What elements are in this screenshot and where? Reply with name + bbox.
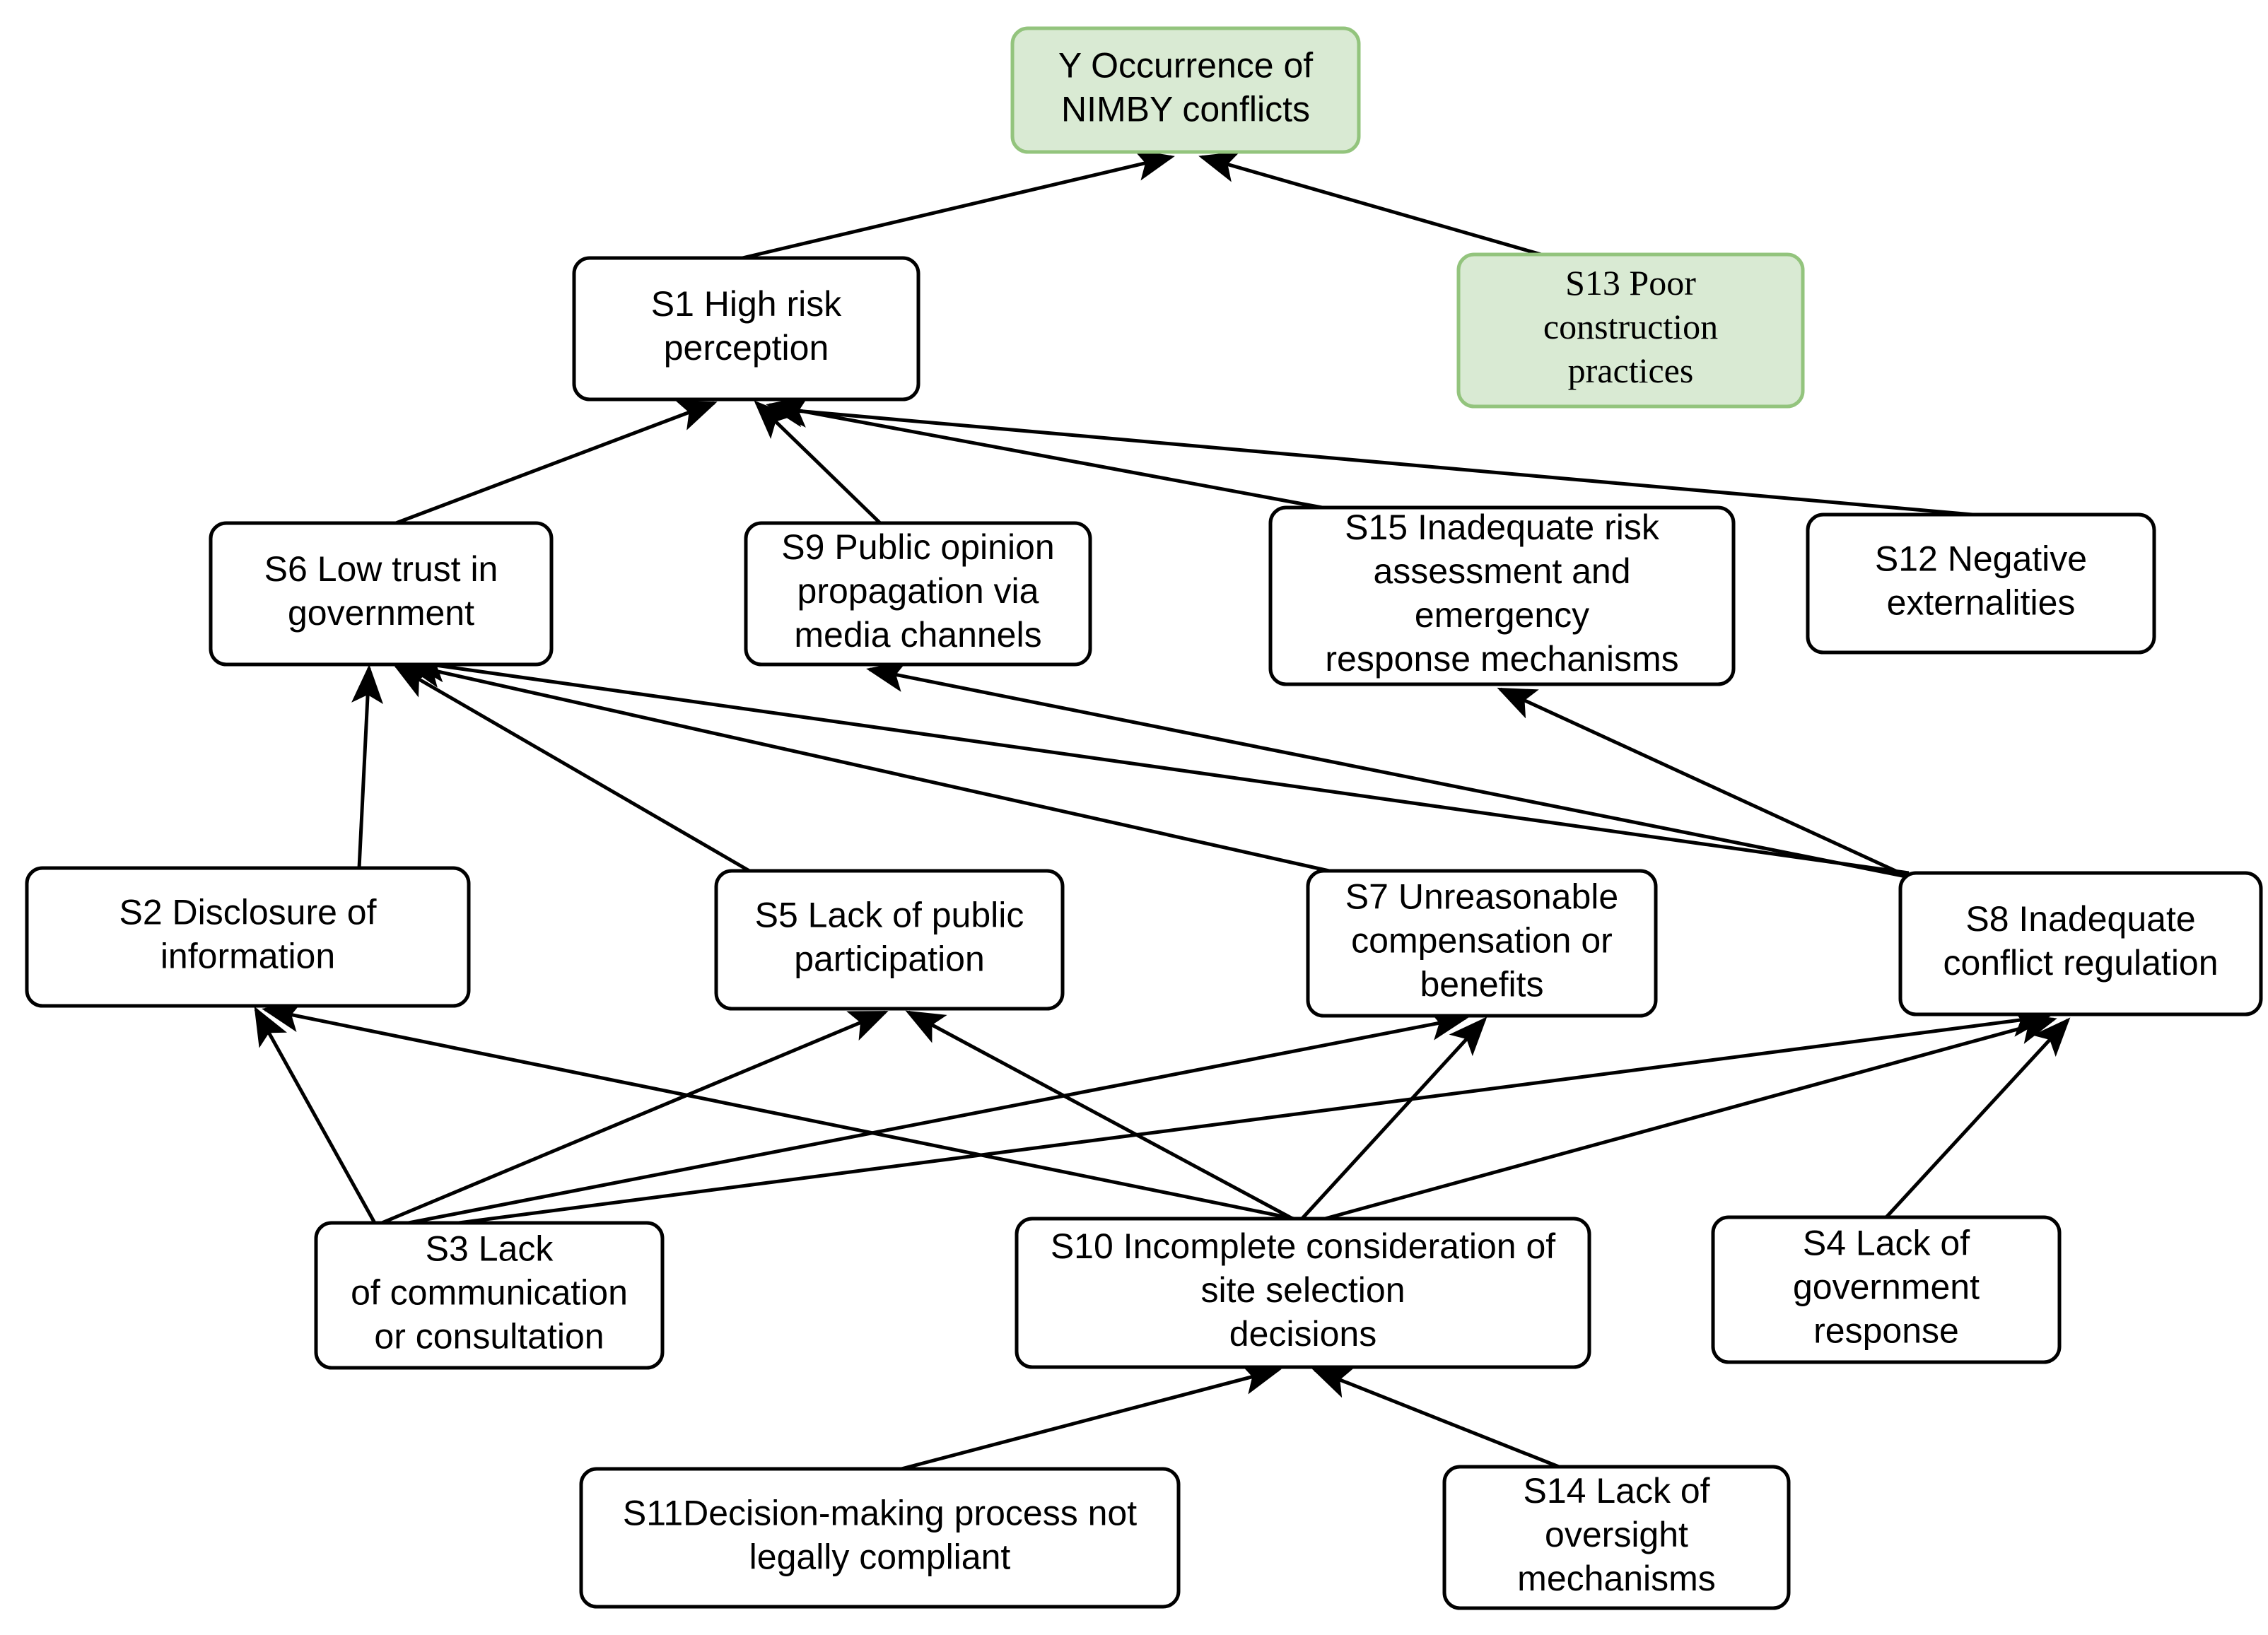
node-s2[interactable]: S2 Disclosure of information	[25, 866, 471, 1008]
edge-s2-to-s6	[351, 664, 384, 869]
node-s8-label-line: conflict regulation	[1943, 943, 2218, 983]
edge-s8-to-s9	[866, 660, 1914, 880]
outcome-node-y-label-line: Y Occurrence of	[1058, 46, 1313, 86]
node-s12-box	[1806, 512, 2156, 655]
edge-s5-to-s6	[392, 664, 751, 873]
edge-s10-to-s2	[262, 1000, 1294, 1221]
outcome-node-y-box	[1010, 26, 1361, 154]
node-s12-label-line: externalities	[1887, 583, 2076, 623]
node-s1-label-line: S1 High risk	[651, 284, 843, 324]
node-s10-box	[1015, 1217, 1591, 1369]
edge-s10-to-s8	[1304, 1013, 2057, 1226]
node-s14-label-line: oversight	[1545, 1515, 1688, 1554]
node-s3-box	[314, 1221, 665, 1370]
node-s5-label-line: participation	[794, 939, 985, 979]
node-s13-box	[1456, 252, 1805, 409]
edge-s3-to-s2	[254, 1006, 377, 1224]
node-s11-label-line: S11Decision-making process not	[623, 1494, 1137, 1533]
node-s10-label-line: decisions	[1229, 1314, 1376, 1354]
node-s10-label-line: site selection	[1200, 1270, 1405, 1310]
node-s1-box	[572, 256, 920, 402]
node-s15-label-line: assessment and	[1373, 551, 1630, 591]
edge-s10-to-s5	[905, 1010, 1297, 1222]
node-s13-label-line: construction	[1543, 307, 1718, 346]
node-s2-box	[25, 866, 471, 1008]
node-s8-label-line: S8 Inadequate	[1965, 899, 2195, 939]
node-s13-label-line: practices	[1568, 351, 1694, 390]
outcome-node-y[interactable]: Y Occurrence of NIMBY conflicts	[1010, 26, 1361, 154]
node-s15-label-line: response mechanisms	[1325, 639, 1678, 679]
node-s9-box	[744, 521, 1092, 667]
node-s7-label-line: S7 Unreasonable	[1345, 877, 1618, 917]
node-s8-box	[1898, 871, 2263, 1016]
node-s11-label-line: legally compliant	[749, 1537, 1011, 1577]
node-s15-label-line: S15 Inadequate risk	[1345, 508, 1660, 547]
node-s13-label-line: S13 Poor	[1565, 263, 1696, 303]
node-s7-label-line: compensation or	[1351, 921, 1613, 961]
node-s9-label-line: S9 Public opinion	[781, 527, 1054, 567]
node-s4-label-line: government	[1793, 1267, 1980, 1307]
node-s6-box	[209, 521, 554, 667]
node-s11-box	[579, 1467, 1181, 1609]
node-s6-label-line: S6 Low trust in	[264, 549, 498, 589]
node-s7-label-line: benefits	[1420, 965, 1543, 1004]
edge-s11-to-s10	[901, 1363, 1282, 1471]
node-s3-label-line: S3 Lack	[426, 1229, 554, 1269]
edge-layer	[254, 149, 2071, 1471]
node-s11[interactable]: S11Decision-making process not legally co…	[579, 1467, 1181, 1609]
node-s14-box	[1442, 1465, 1791, 1610]
node-s5-box	[714, 869, 1065, 1011]
node-s13[interactable]: S13 Poor construction practices	[1456, 252, 1805, 409]
node-s2-label-line: S2 Disclosure of	[119, 893, 376, 932]
node-s9-label-line: media channels	[794, 615, 1041, 655]
edge-s6-to-s1	[395, 400, 718, 525]
node-s10-label-line: S10 Incomplete consideration of	[1051, 1226, 1555, 1266]
node-s3-label-line: or consultation	[374, 1317, 604, 1356]
node-s4-label-line: S4 Lack of	[1803, 1224, 1970, 1263]
node-s5-label-line: S5 Lack of public	[755, 896, 1024, 935]
node-s4-label-line: response	[1813, 1311, 1959, 1351]
node-s1-label-line: perception	[664, 328, 829, 368]
edge-s10-to-s7	[1298, 1016, 1487, 1223]
edge-s4-to-s8	[1885, 1017, 2071, 1219]
node-s2-label-line: information	[160, 937, 335, 976]
node-s7-box	[1306, 869, 1658, 1018]
edge-s3-to-s8	[392, 1005, 2051, 1233]
edge-s14-to-s10	[1311, 1368, 1560, 1469]
node-s14-label-line: S14 Lack of	[1523, 1471, 1709, 1511]
edge-s7-to-s6	[403, 656, 1330, 873]
edge-s3-to-s7	[390, 1009, 1469, 1229]
node-s15-box	[1268, 505, 1736, 686]
edge-s1-to-y	[742, 149, 1175, 260]
node-s4-box	[1711, 1215, 2062, 1364]
node-s3-label-line: of communication	[351, 1273, 628, 1313]
node-s15[interactable]: S15 Inadequate risk assessment andemergen…	[1268, 505, 1736, 686]
outcome-node-y-label-line: NIMBY conflicts	[1061, 90, 1310, 129]
node-s14-label-line: mechanisms	[1517, 1559, 1716, 1598]
edge-s8-to-s15	[1497, 687, 1922, 884]
node-s15-label-line: emergency	[1415, 595, 1589, 635]
edge-s8-to-s6	[407, 650, 1910, 875]
edge-s15-to-s1	[766, 395, 1323, 510]
edge-s3-to-s5	[381, 1010, 889, 1225]
node-s9-label-line: propagation via	[797, 571, 1039, 611]
edge-s13-to-y	[1198, 151, 1542, 257]
node-s14[interactable]: S14 Lack of oversight mechanisms	[1442, 1465, 1791, 1610]
node-s5[interactable]: S5 Lack of public participation	[714, 869, 1065, 1011]
node-s6-label-line: government	[288, 593, 474, 633]
node-s12-label-line: S12 Negative	[1875, 539, 2087, 579]
edge-s12-to-s1	[768, 395, 1973, 517]
